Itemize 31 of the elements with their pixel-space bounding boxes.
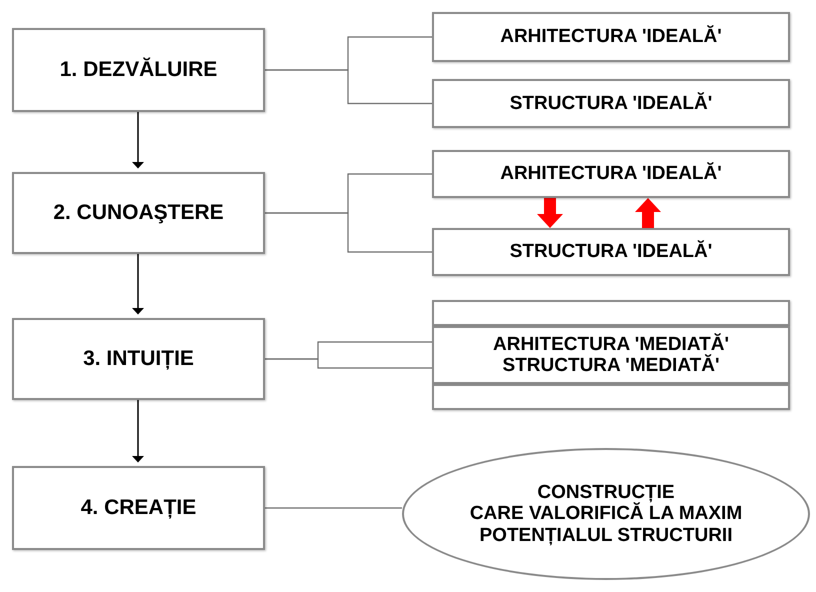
process-box	[12, 318, 265, 400]
process-box	[432, 326, 790, 384]
box-text: CONSTRUCȚIE	[537, 482, 675, 504]
process-box	[12, 466, 265, 550]
box-text: 1. DEZVĂLUIRE	[60, 58, 218, 82]
block-arrow	[537, 198, 563, 228]
process-box	[432, 12, 790, 62]
box-text: STRUCTURA 'IDEALĂ'	[510, 92, 712, 114]
process-box	[12, 28, 265, 112]
arrow	[132, 400, 144, 462]
process-box	[432, 150, 790, 198]
box-text: ARHITECTURA 'MEDIATĂ' STRUCTURA 'MEDIATĂ'	[492, 334, 730, 376]
connector-line	[265, 358, 432, 369]
box-text: STRUCTURA 'IDEALĂ'	[510, 241, 712, 263]
box-text: CARE VALORIFICĂ LA MAXIM POTENȚIALUL STRUCTURII	[468, 503, 744, 546]
box-text: 4. CREAȚIE	[80, 496, 196, 520]
process-box	[432, 384, 790, 410]
arrow	[132, 112, 144, 168]
process-box	[432, 79, 790, 128]
box-text: ARHITECTURA 'IDEALĂ'	[500, 163, 722, 185]
connector-line	[265, 69, 432, 104]
connector-line	[265, 212, 432, 253]
block-arrow	[635, 198, 661, 228]
process-box	[432, 228, 790, 276]
box-text: 2. CUNOAŞTERE	[53, 201, 224, 225]
connector-line	[265, 507, 402, 509]
box-text: 3. INTUIȚIE	[83, 347, 194, 371]
arrow	[132, 254, 144, 314]
process-box	[432, 300, 790, 326]
process-box	[12, 172, 265, 254]
box-text: ARHITECTURA 'IDEALĂ'	[500, 26, 722, 48]
